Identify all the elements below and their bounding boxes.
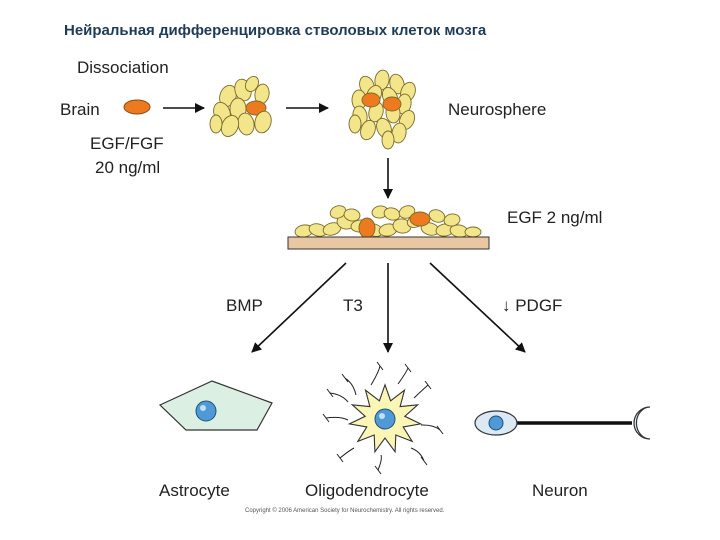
arrow-to-neuron [429, 262, 526, 353]
egf-fgf-dose-label: 20 ng/ml [95, 158, 161, 177]
stem-cell [381, 130, 395, 150]
pdgf-label: ↓ PDGF [502, 296, 563, 315]
stem-cell [391, 122, 407, 144]
neurosphere [348, 69, 416, 150]
axon-terminal [633, 406, 651, 440]
brain-cell [123, 99, 151, 115]
progenitor-cell [409, 211, 431, 227]
oligodendrocyte-cell [322, 361, 444, 475]
progenitor-cell [358, 217, 376, 239]
progenitor-cell [245, 100, 267, 116]
stem-cell [343, 208, 361, 222]
progenitor-cell [382, 96, 402, 112]
neuron-cell [474, 406, 651, 440]
egf-low-dose-label: EGF 2 ng/ml [507, 208, 603, 227]
stem-cell [428, 209, 446, 223]
stem-cell [360, 119, 376, 141]
bmp-label: BMP [226, 296, 263, 315]
arrow-to-astrocyte [251, 262, 347, 353]
stem-cell [464, 226, 482, 238]
astrocyte-nucleus [195, 400, 217, 422]
neuron-label: Neuron [532, 481, 588, 500]
stem-cell [254, 110, 272, 134]
dissociated-cell-cluster [209, 76, 272, 137]
stem-cell [209, 114, 223, 134]
copyright-notice: Copyright © 2006 American Society for Ne… [245, 508, 445, 514]
stem-cell [220, 115, 240, 137]
egf-fgf-label: EGF/FGF [90, 134, 164, 153]
stem-cell [244, 76, 260, 92]
oligodendrocyte-nucleus [374, 408, 396, 430]
stem-cell [398, 205, 416, 219]
astrocyte-label: Astrocyte [159, 481, 230, 500]
t3-label: T3 [343, 296, 363, 315]
neurosphere-label: Neurosphere [448, 100, 547, 119]
astrocyte-cell [158, 380, 273, 431]
progenitor-cell [361, 92, 381, 108]
page-title: Нейральная дифференцировка стволовых кле… [64, 22, 487, 39]
brain-label: Brain [60, 100, 100, 119]
attached-cells [294, 205, 482, 239]
stem-cell [348, 114, 362, 134]
substrate-plate [287, 236, 490, 250]
stem-cell [443, 213, 461, 227]
stem-cell [389, 73, 405, 95]
dissociation-label: Dissociation [77, 58, 169, 77]
oligodendrocyte-label: Oligodendrocyte [305, 481, 429, 500]
neuron-nucleus [488, 415, 504, 431]
stem-cell [329, 205, 347, 219]
stem-cell [392, 218, 412, 234]
